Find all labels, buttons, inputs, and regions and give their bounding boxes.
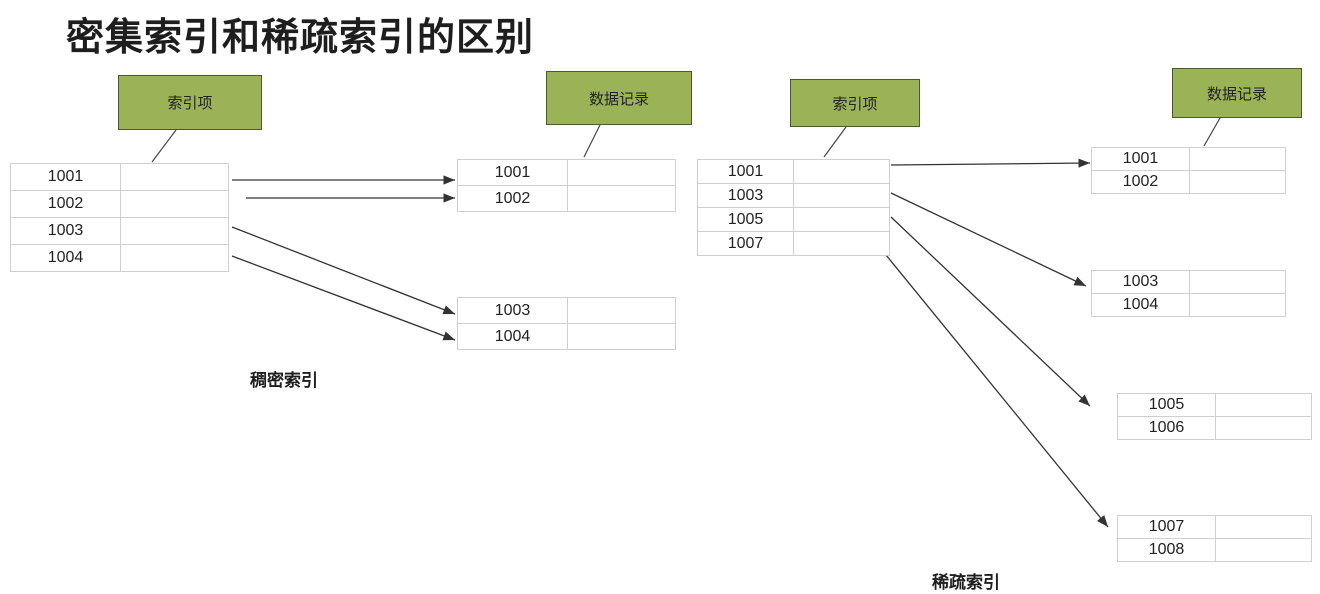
table-row: 1004 xyxy=(457,323,676,350)
record-cell xyxy=(1215,515,1312,539)
sparse-caption: 稀疏索引 xyxy=(932,573,1000,593)
table-row: 1008 xyxy=(1117,538,1312,562)
record-key: 1007 xyxy=(1117,515,1216,539)
dense-data-block-1: 1001 1002 xyxy=(457,159,676,212)
record-key: 1008 xyxy=(1117,538,1216,562)
dense-data-block-2: 1003 1004 xyxy=(457,297,676,350)
record-key: 1002 xyxy=(1091,170,1190,194)
dense-data-leader xyxy=(583,124,601,158)
sparse-index-table: 1001 1003 1005 1007 xyxy=(697,159,890,256)
sparse-arrow-1007 xyxy=(885,254,1109,528)
index-key: 1001 xyxy=(10,163,121,191)
record-cell xyxy=(567,323,676,350)
sparse-data-tag: 数据记录 xyxy=(1172,68,1302,118)
record-key: 1003 xyxy=(457,297,568,324)
record-cell xyxy=(567,297,676,324)
index-key: 1005 xyxy=(697,207,794,232)
sparse-index-leader xyxy=(823,126,847,158)
table-row: 1003 xyxy=(1091,270,1286,294)
index-key: 1007 xyxy=(697,231,794,256)
record-cell xyxy=(1189,147,1286,171)
table-row: 1001 xyxy=(697,159,890,184)
pointer-cell xyxy=(120,190,229,218)
table-row: 1004 xyxy=(1091,293,1286,317)
pointer-cell xyxy=(793,207,890,232)
table-row: 1003 xyxy=(457,297,676,324)
dense-index-tag-label: 索引项 xyxy=(167,94,213,112)
pointer-cell xyxy=(120,244,229,272)
page-title: 密集索引和稀疏索引的区别 xyxy=(66,15,535,59)
index-key: 1004 xyxy=(10,244,121,272)
dense-data-tag: 数据记录 xyxy=(546,71,692,125)
table-row: 1001 xyxy=(457,159,676,186)
sparse-arrow-1005 xyxy=(890,216,1091,407)
dense-data-tag-label: 数据记录 xyxy=(588,89,649,108)
table-row: 1002 xyxy=(10,190,229,218)
index-key: 1002 xyxy=(10,190,121,218)
record-cell xyxy=(1189,293,1286,317)
sparse-arrow-1003 xyxy=(890,192,1087,287)
table-row: 1001 xyxy=(10,163,229,191)
record-cell xyxy=(567,185,676,212)
table-row: 1004 xyxy=(10,244,229,272)
table-row: 1002 xyxy=(457,185,676,212)
table-row: 1007 xyxy=(697,231,890,256)
record-cell xyxy=(567,159,676,186)
index-key: 1001 xyxy=(697,159,794,184)
sparse-index-tag-label: 索引项 xyxy=(832,94,878,113)
pointer-cell xyxy=(793,159,890,184)
sparse-data-block-4: 1007 1008 xyxy=(1117,515,1312,562)
table-row: 1003 xyxy=(10,217,229,245)
table-row: 1001 xyxy=(1091,147,1286,171)
dense-index-leader xyxy=(151,129,177,163)
record-cell xyxy=(1189,170,1286,194)
sparse-index-tag: 索引项 xyxy=(790,79,920,127)
table-row: 1005 xyxy=(1117,393,1312,417)
table-row: 1005 xyxy=(697,207,890,232)
record-cell xyxy=(1215,393,1312,417)
record-cell xyxy=(1215,538,1312,562)
table-row: 1006 xyxy=(1117,416,1312,440)
pointer-cell xyxy=(793,183,890,208)
dense-arrow-1004 xyxy=(231,255,456,341)
index-key: 1003 xyxy=(697,183,794,208)
index-key: 1003 xyxy=(10,217,121,245)
dense-arrow-1003 xyxy=(231,226,456,315)
record-key: 1006 xyxy=(1117,416,1216,440)
record-key: 1005 xyxy=(1117,393,1216,417)
record-key: 1002 xyxy=(457,185,568,212)
record-key: 1004 xyxy=(457,323,568,350)
sparse-arrow-1001 xyxy=(890,158,1091,168)
pointer-cell xyxy=(120,163,229,191)
table-row: 1003 xyxy=(697,183,890,208)
sparse-data-block-3: 1005 1006 xyxy=(1117,393,1312,440)
sparse-data-block-1: 1001 1002 xyxy=(1091,147,1286,194)
record-cell xyxy=(1189,270,1286,294)
table-row: 1002 xyxy=(1091,170,1286,194)
record-key: 1001 xyxy=(457,159,568,186)
record-key: 1001 xyxy=(1091,147,1190,171)
sparse-data-leader xyxy=(1203,117,1221,147)
sparse-data-block-2: 1003 1004 xyxy=(1091,270,1286,317)
record-key: 1004 xyxy=(1091,293,1190,317)
pointer-cell xyxy=(793,231,890,256)
dense-index-tag: 索引项 xyxy=(118,75,262,130)
dense-caption: 稠密索引 xyxy=(250,371,318,391)
sparse-data-tag-label: 数据记录 xyxy=(1206,84,1267,103)
table-row: 1007 xyxy=(1117,515,1312,539)
record-cell xyxy=(1215,416,1312,440)
pointer-cell xyxy=(120,217,229,245)
record-key: 1003 xyxy=(1091,270,1190,294)
dense-index-table: 1001 1002 1003 1004 xyxy=(10,163,229,272)
